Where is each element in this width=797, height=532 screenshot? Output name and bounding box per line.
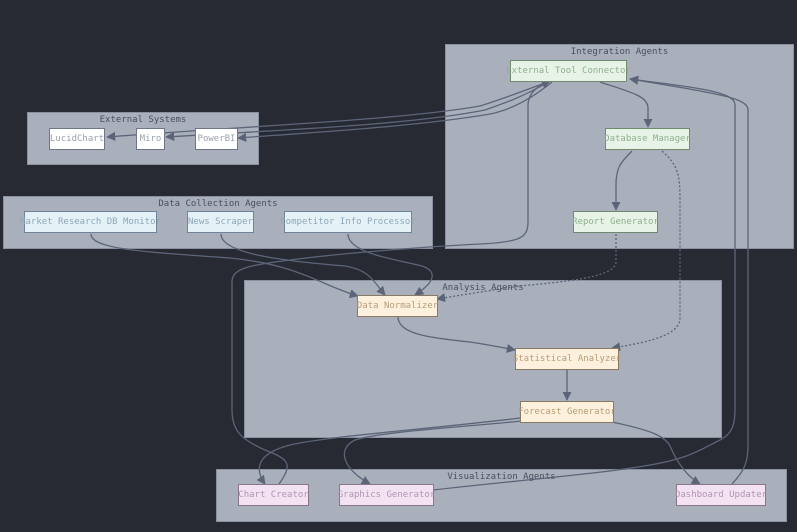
cluster-title-analysis: Analysis Agents [442,283,524,293]
node-market-research-db-monitor[interactable]: Market Research DB Monitor [20,211,161,233]
cluster-title-integration: Integration Agents [570,47,669,57]
node-dashboard-updater[interactable]: Dashboard Updater [675,484,767,506]
node-graphics-generator[interactable]: Graphics Generator [338,484,435,506]
node-lucidchart[interactable]: LucidChart [49,128,105,150]
node-miro[interactable]: Miro [136,128,165,150]
node-report-generator[interactable]: Report Generator [572,211,659,233]
node-competitor-info-processor[interactable]: Competitor Info Processor [280,211,416,233]
node-database-manager[interactable]: Database Manager [604,128,691,150]
cluster-title-external: External Systems [99,115,187,125]
cluster-title-data-collection: Data Collection Agents [158,199,278,209]
node-forecast-generator[interactable]: Forecast Generator [518,401,616,423]
cluster-title-visualization: Visualization Agents [447,472,556,482]
node-chart-creator[interactable]: Chart Creator [238,484,309,506]
node-news-scraper[interactable]: News Scraper [187,211,254,233]
node-statistical-analyzer[interactable]: Statistical Analyzer [513,348,621,370]
node-data-normalizer[interactable]: Data Normalizer [357,295,438,317]
cluster-analysis-agents: Analysis Agents [244,280,722,438]
node-powerbi[interactable]: PowerBI [195,128,238,150]
node-external-tool-connector[interactable]: External Tool Connector [506,60,631,82]
